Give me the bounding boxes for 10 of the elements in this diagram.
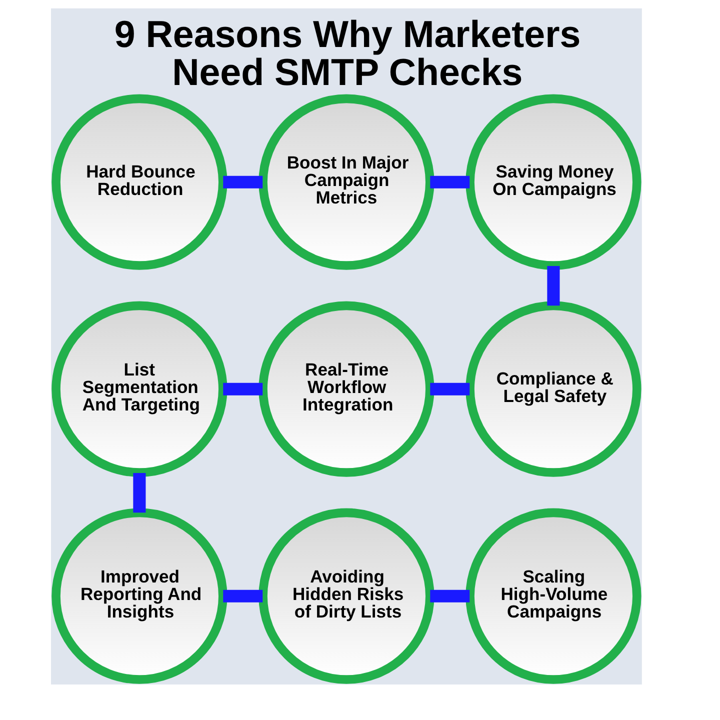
node-circle: Avoiding Hidden Risks of Dirty Lists <box>258 508 434 684</box>
node-circle: Saving Money On Campaigns <box>466 94 642 270</box>
node-circle: List Segmentation And Targeting <box>52 301 228 477</box>
node-circle: Real-Time Workflow Integration <box>258 301 434 477</box>
node-circle: Scaling High-Volume Campaigns <box>466 508 642 684</box>
node-circle: Compliance & Legal Safety <box>466 301 642 477</box>
node-circle: Hard Bounce Reduction <box>52 94 228 270</box>
diagram-title: 9 Reasons Why Marketers Need SMTP Checks <box>114 13 581 93</box>
node-circle: Boost In Major Campaign Metrics <box>258 94 434 270</box>
node-circle: Improved Reporting And Insights <box>52 508 228 684</box>
